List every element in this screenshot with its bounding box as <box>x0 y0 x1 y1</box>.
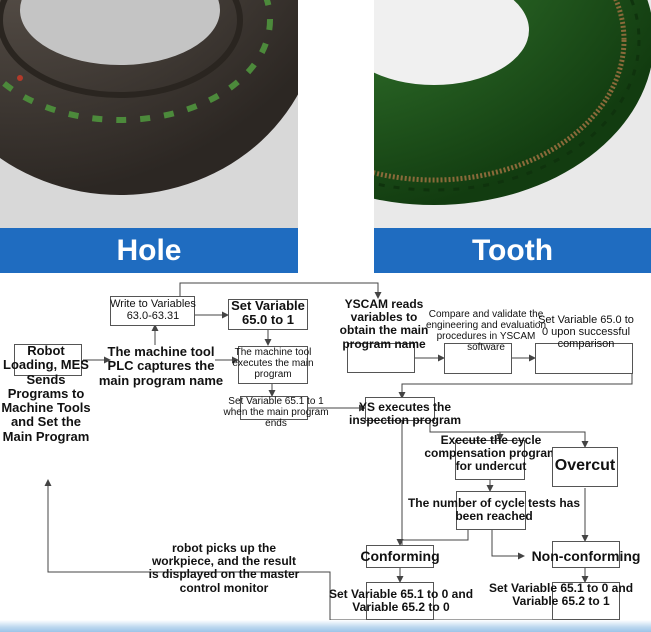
ys-executes-box <box>365 397 435 421</box>
non-conforming-box <box>552 541 620 568</box>
set-65-0-to-0-box <box>535 343 633 374</box>
set-nonconf-box <box>552 582 620 620</box>
executes-main-box <box>238 346 308 384</box>
brake-disc-image <box>0 0 298 228</box>
tooth-image <box>374 0 651 228</box>
set-65-1-to-1-box <box>240 396 308 420</box>
plc-captures-text: The machine tool PLC captures the main p… <box>98 344 224 388</box>
cycle-comp-box <box>455 440 525 480</box>
overcut-box <box>552 447 618 487</box>
tooth-label: Tooth <box>471 233 554 267</box>
hole-banner: Hole <box>0 228 298 273</box>
set-65-0-to-0-text: Set Variable 65.0 to 0 upon successful c… <box>538 314 634 351</box>
executes-main-text: The machine tool executes the main progr… <box>232 347 314 380</box>
set-65-0-to-1-box <box>228 299 308 330</box>
set-conf-text: Set Variable 65.1 to 0 and Variable 65.2… <box>328 587 474 615</box>
set-65-1-to-1-text: Set Variable 65.1 to 1 when the main pro… <box>223 396 329 429</box>
cycle-tests-text: The number of cycle tests has been reach… <box>407 496 581 524</box>
ys-executes-text: YS executes the inspection program <box>348 400 461 428</box>
compare-validate-text: Compare and validate the engineering and… <box>425 309 547 353</box>
yscam-reads-box <box>347 343 415 373</box>
cycle-tests-box <box>456 491 526 530</box>
write-variables-box <box>110 296 195 326</box>
non-conforming-text: Non-conforming <box>531 548 641 564</box>
flywheel-image <box>374 0 651 228</box>
compare-validate-box <box>444 343 512 374</box>
overcut-text: Overcut <box>554 457 616 474</box>
conforming-box <box>366 545 434 568</box>
hole-label: Hole <box>116 233 182 267</box>
set-nonconf-text: Set Variable 65.1 to 0 and Variable 65.2… <box>488 581 634 609</box>
conforming-text: Conforming <box>360 548 440 564</box>
hole-image <box>0 0 298 228</box>
robot-loading-box <box>14 344 82 376</box>
bottom-strip <box>0 620 651 632</box>
robot-picks-text: robot picks up the workpiece, and the re… <box>148 541 300 595</box>
write-variables-text: Write to Variables 63.0-63.31 <box>110 298 196 323</box>
cycle-comp-text: Execute the cycle compensation program f… <box>424 433 558 474</box>
set-conf-box <box>366 582 434 620</box>
yscam-reads-text: YSCAM reads variables to obtain the main… <box>339 297 429 351</box>
set-65-0-to-1-text: Set Variable 65.0 to 1 <box>231 298 305 328</box>
tooth-banner: Tooth <box>374 228 651 273</box>
robot-loading-text: Robot Loading, MES Sends Programs to Mac… <box>1 343 91 444</box>
